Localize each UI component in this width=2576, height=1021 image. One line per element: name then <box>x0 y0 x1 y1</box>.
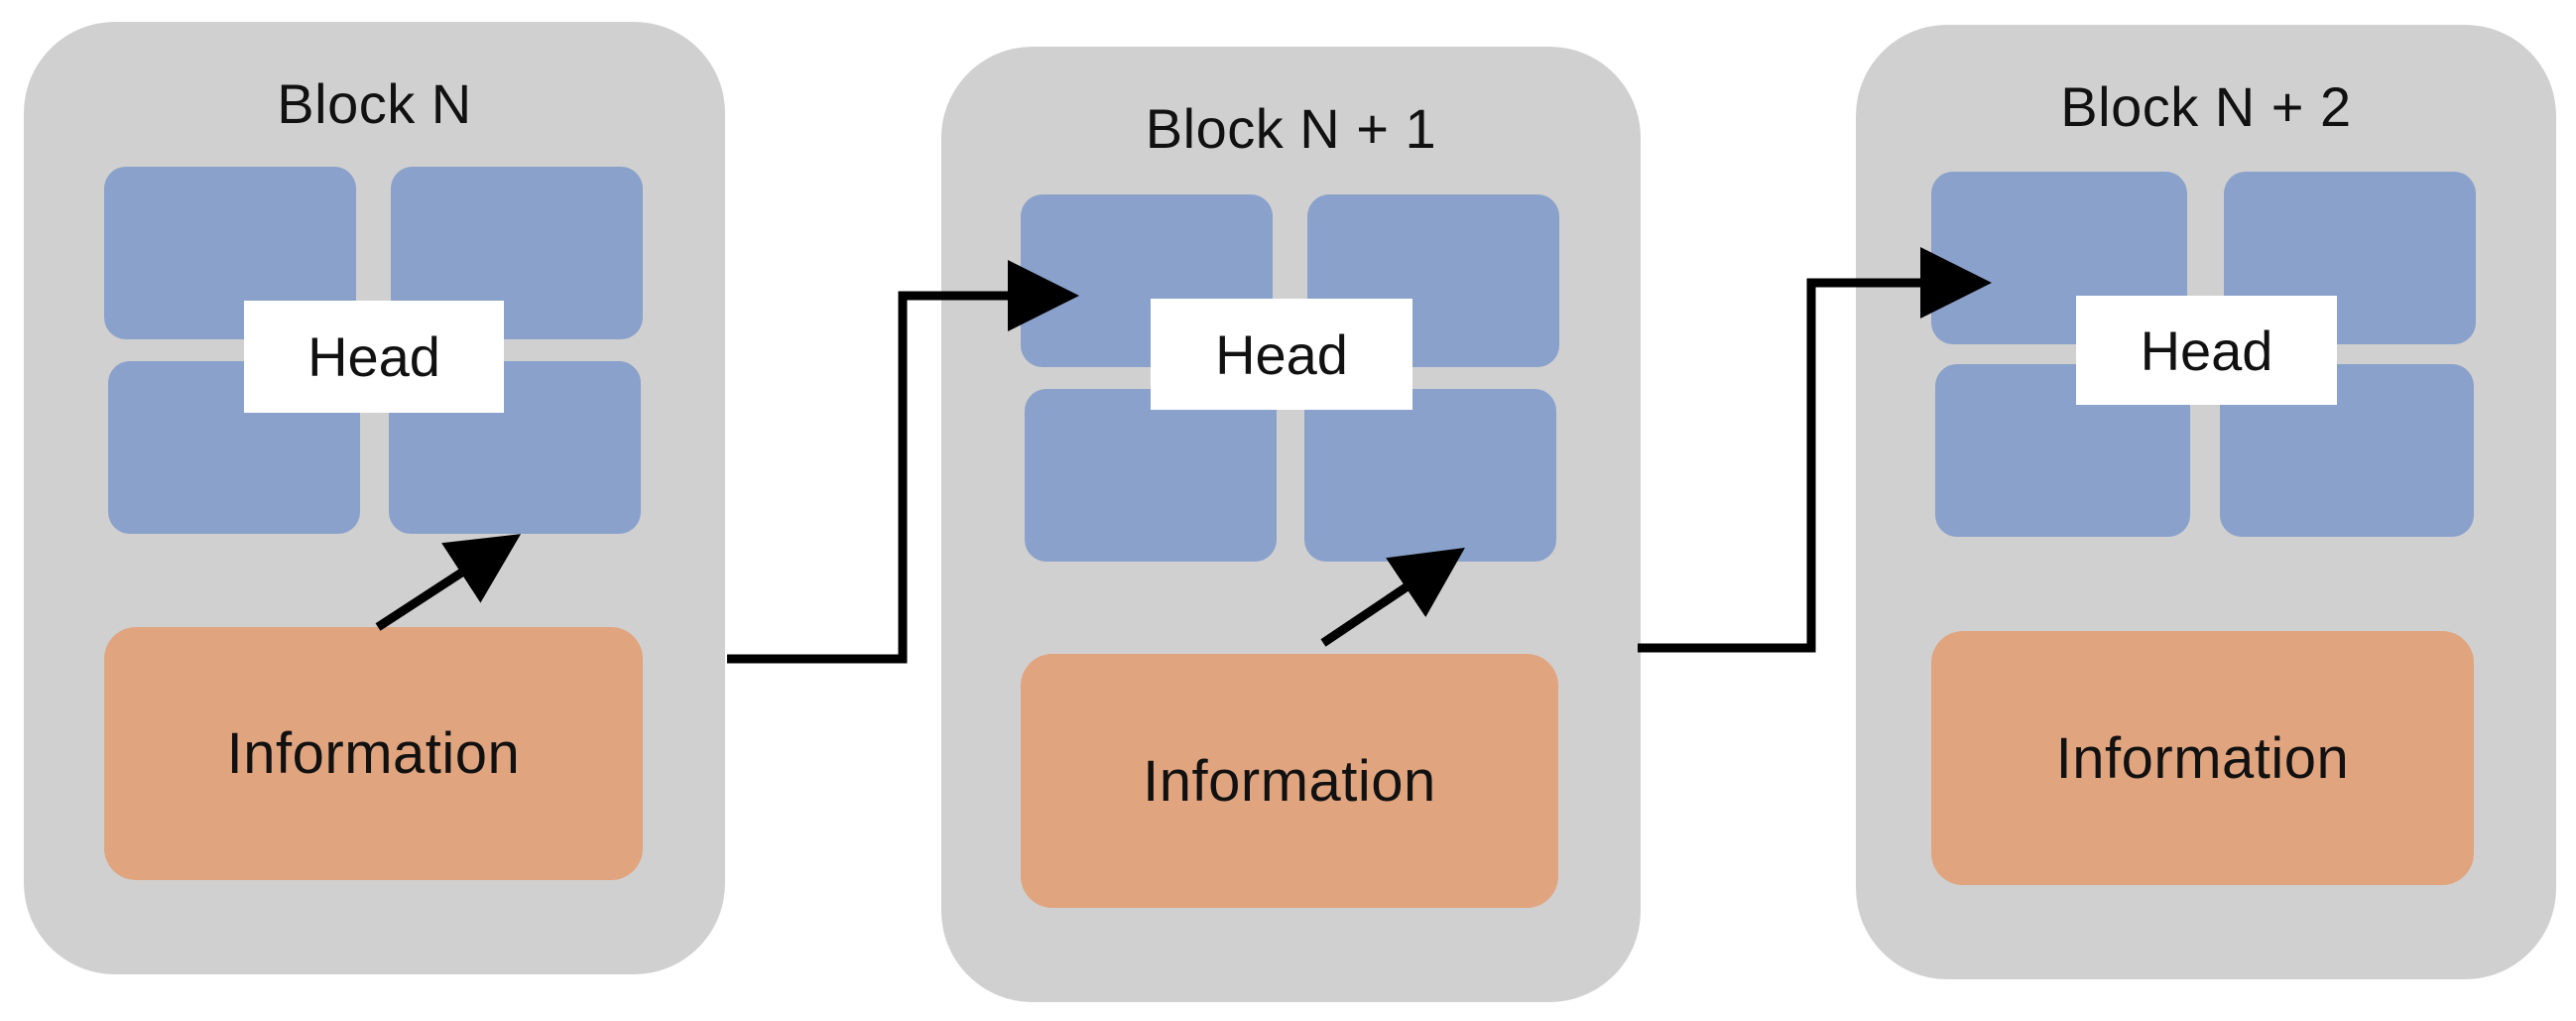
block-n-plus-2: Block N + 2 Head Information <box>1856 25 2556 979</box>
head-cell-bottom-right <box>1304 389 1556 562</box>
head-label: Head <box>1151 299 1412 410</box>
head-cell-bottom-left <box>1025 389 1277 562</box>
block-title: Block N <box>277 72 472 135</box>
block-n: Block N Head Information <box>24 22 725 974</box>
block-title: Block N + 1 <box>1145 97 1437 160</box>
head-label: Head <box>2076 296 2337 405</box>
block-n-plus-1: Block N + 1 Head Information <box>941 47 1641 1002</box>
information-box: Information <box>1021 654 1558 908</box>
block-title: Block N + 2 <box>2060 75 2352 138</box>
information-box: Information <box>104 627 643 880</box>
head-label: Head <box>244 301 504 413</box>
information-box: Information <box>1931 631 2474 885</box>
